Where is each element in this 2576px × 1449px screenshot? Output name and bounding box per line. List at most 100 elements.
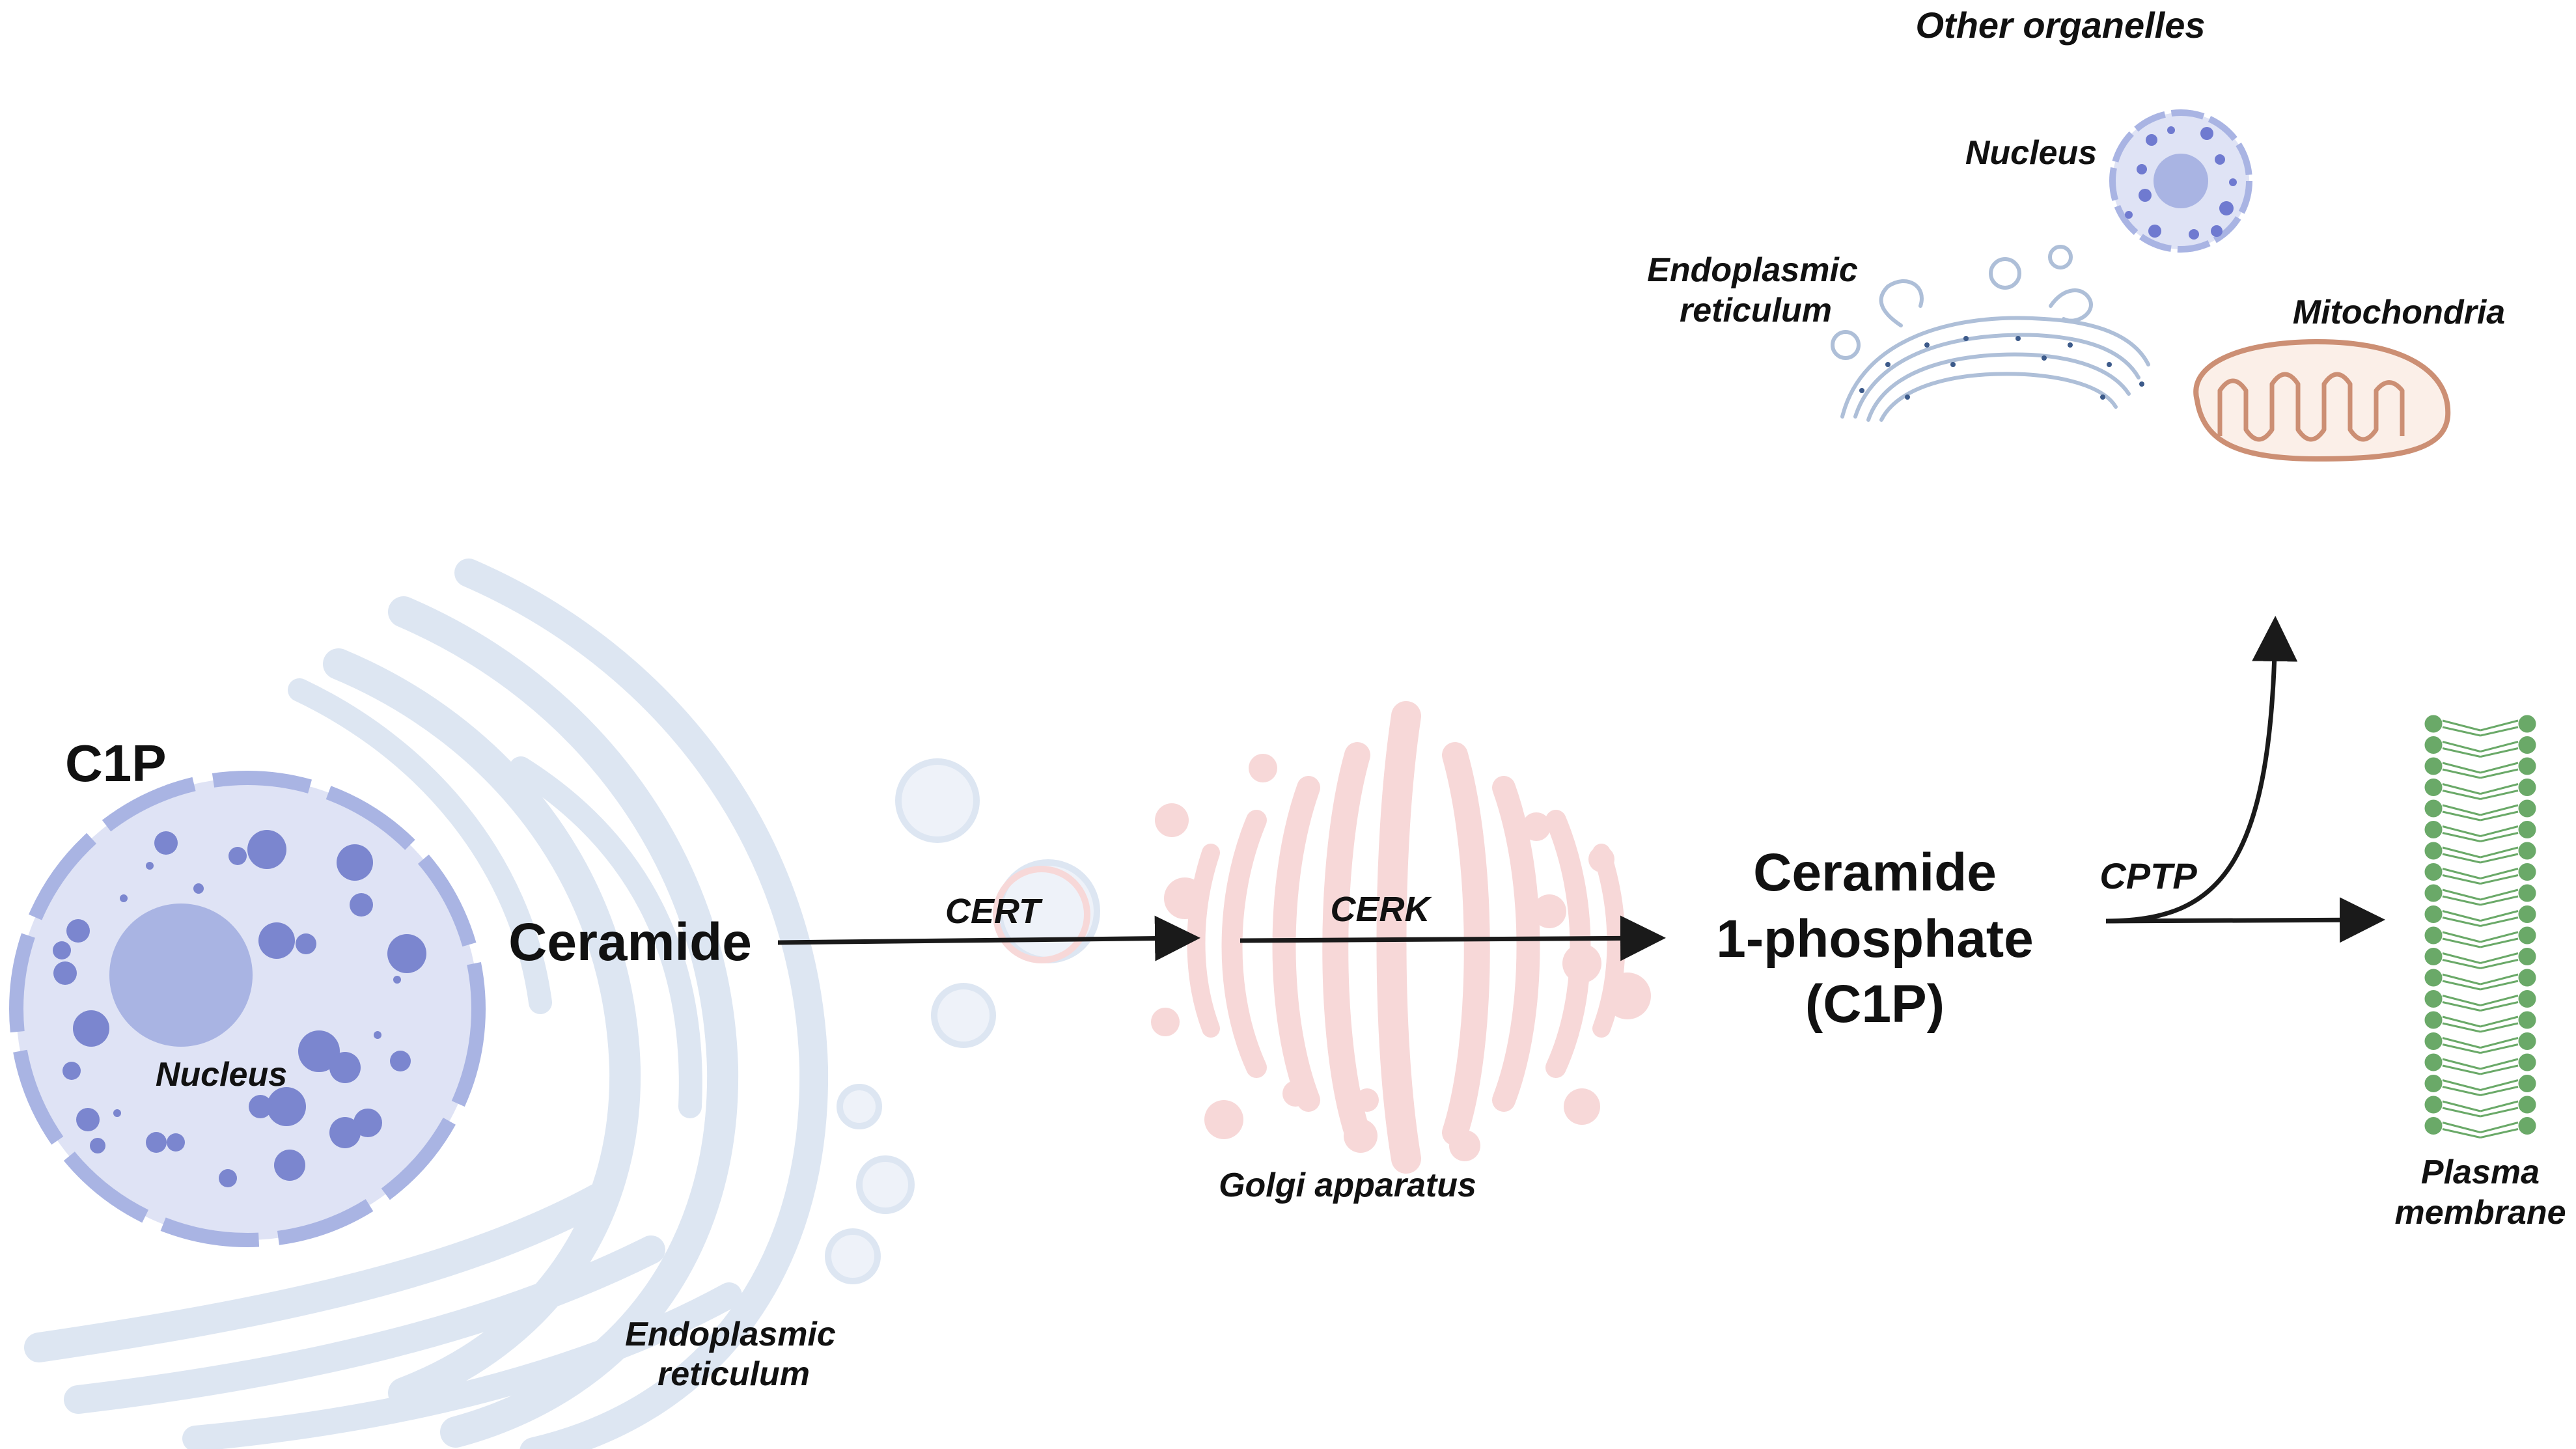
- lipid-tail: [2442, 783, 2481, 800]
- lipid-head: [2424, 799, 2443, 818]
- er-left-illustration: [24, 559, 1100, 1449]
- lipid-tail: [2442, 741, 2481, 758]
- nucleus-left-illustration: [9, 771, 486, 1247]
- lipid-tail: [2442, 995, 2481, 1012]
- cerk-label: CERK: [1330, 890, 1432, 929]
- lipid-tail: [2442, 1037, 2481, 1054]
- lipid-head: [2518, 969, 2536, 987]
- lipid-head: [2518, 1075, 2536, 1092]
- lipid-head: [2424, 905, 2443, 923]
- lipid-head: [2424, 948, 2443, 965]
- ceramide-label: Ceramide: [508, 913, 752, 972]
- lipid-tail: [2442, 762, 2481, 779]
- lipid-tail: [2480, 719, 2519, 737]
- plasma-membrane-illustration: [2424, 715, 2536, 1138]
- lipid-tail: [2480, 889, 2519, 906]
- lipid-head: [2518, 884, 2536, 902]
- arrow-to-plasma-membrane: [2105, 897, 2385, 943]
- lipid-head: [2518, 1032, 2536, 1050]
- lipid-tail: [2480, 825, 2519, 842]
- cert-label: CERT: [945, 892, 1043, 931]
- c1p-label-line2: 1-phosphate: [1716, 909, 2033, 969]
- lipid-tail: [2442, 931, 2481, 948]
- lipid-tail: [2480, 1015, 2519, 1033]
- lipid-tail: [2442, 952, 2481, 969]
- lipid-tail: [2480, 846, 2519, 864]
- lipid-tail: [2480, 973, 2519, 991]
- lipid-tail: [2480, 1079, 2519, 1096]
- lipid-head: [2518, 1117, 2536, 1135]
- lipid-tail: [2442, 825, 2481, 842]
- lipid-head: [2518, 1011, 2536, 1029]
- lipid-head: [2518, 779, 2536, 796]
- lipid-head: [2518, 926, 2536, 945]
- er-top-label-line2: reticulum: [1680, 292, 1832, 329]
- lipid-head: [2424, 1096, 2443, 1114]
- lipid-tail: [2480, 1100, 2519, 1118]
- plasma-membrane-label-line1: Plasma: [2421, 1153, 2540, 1191]
- lipid-head: [2518, 715, 2536, 733]
- lipid-head: [2424, 884, 2443, 902]
- lipid-head: [2424, 1053, 2443, 1071]
- lipid-tail: [2480, 1122, 2519, 1138]
- lipid-tail: [2442, 1100, 2481, 1118]
- lipid-tail: [2442, 868, 2481, 885]
- nucleus-left-label: Nucleus: [156, 1056, 287, 1094]
- lipid-tail: [2480, 952, 2519, 969]
- c1p-label-line3: (C1P): [1805, 974, 1945, 1034]
- lipid-tail: [2442, 1122, 2481, 1138]
- lipid-tail: [2442, 910, 2481, 927]
- cptp-label: CPTP: [2099, 855, 2197, 896]
- lipid-head: [2518, 990, 2536, 1008]
- lipid-head: [2518, 1096, 2536, 1114]
- lipid-tail: [2480, 910, 2519, 927]
- lipid-tail: [2480, 995, 2519, 1012]
- c1p-corner-label: C1P: [65, 734, 167, 792]
- lipid-head: [2518, 1053, 2536, 1071]
- nucleus-top-illustration: [2109, 109, 2252, 253]
- other-organelles-label: Other organelles: [1915, 5, 2205, 46]
- lipid-head: [2424, 821, 2443, 838]
- lipid-head: [2424, 863, 2443, 881]
- lipid-head: [2424, 1011, 2443, 1029]
- lipid-tail: [2442, 1058, 2481, 1075]
- arrow-cert: [777, 915, 1200, 961]
- golgi-label: Golgi apparatus: [1219, 1166, 1476, 1204]
- lipid-tail: [2442, 846, 2481, 864]
- arrow-to-other-organelles: [2105, 616, 2298, 924]
- lipid-head: [2518, 863, 2536, 881]
- lipid-head: [2424, 969, 2443, 987]
- lipid-head: [2518, 757, 2536, 775]
- lipid-tail: [2442, 1079, 2481, 1096]
- lipid-tail: [2442, 719, 2481, 737]
- lipid-tail: [2442, 804, 2481, 821]
- mitochondria-illustration: [2193, 338, 2451, 462]
- lipid-head: [2518, 905, 2536, 923]
- lipid-head: [2518, 948, 2536, 965]
- mitochondria-label: Mitochondria: [2293, 294, 2505, 331]
- lipid-tail: [2480, 868, 2519, 885]
- golgi-illustration: [993, 701, 1651, 1174]
- lipid-head: [2424, 926, 2443, 945]
- lipid-tail: [2480, 1058, 2519, 1075]
- lipid-head: [2518, 799, 2536, 818]
- lipid-tail: [2480, 783, 2519, 800]
- lipid-head: [2424, 1117, 2443, 1135]
- lipid-tail: [2480, 741, 2519, 758]
- lipid-head: [2424, 779, 2443, 796]
- er-top-label-line1: Endoplasmic: [1647, 251, 1858, 289]
- plasma-membrane-label-line2: membrane: [2395, 1194, 2566, 1232]
- lipid-head: [2424, 715, 2443, 733]
- er-left-label-line1: Endoplasmic: [625, 1316, 836, 1353]
- lipid-tail: [2480, 762, 2519, 779]
- er-top-illustration: [1831, 245, 2150, 422]
- lipid-head: [2424, 757, 2443, 775]
- lipid-tail: [2480, 804, 2519, 821]
- lipid-tail: [2442, 1015, 2481, 1033]
- lipid-head: [2424, 736, 2443, 754]
- arrow-cerk: [1240, 915, 1666, 961]
- arrows: [777, 616, 2385, 961]
- c1p-label-line1: Ceramide: [1753, 843, 1997, 902]
- lipid-head: [2518, 736, 2536, 754]
